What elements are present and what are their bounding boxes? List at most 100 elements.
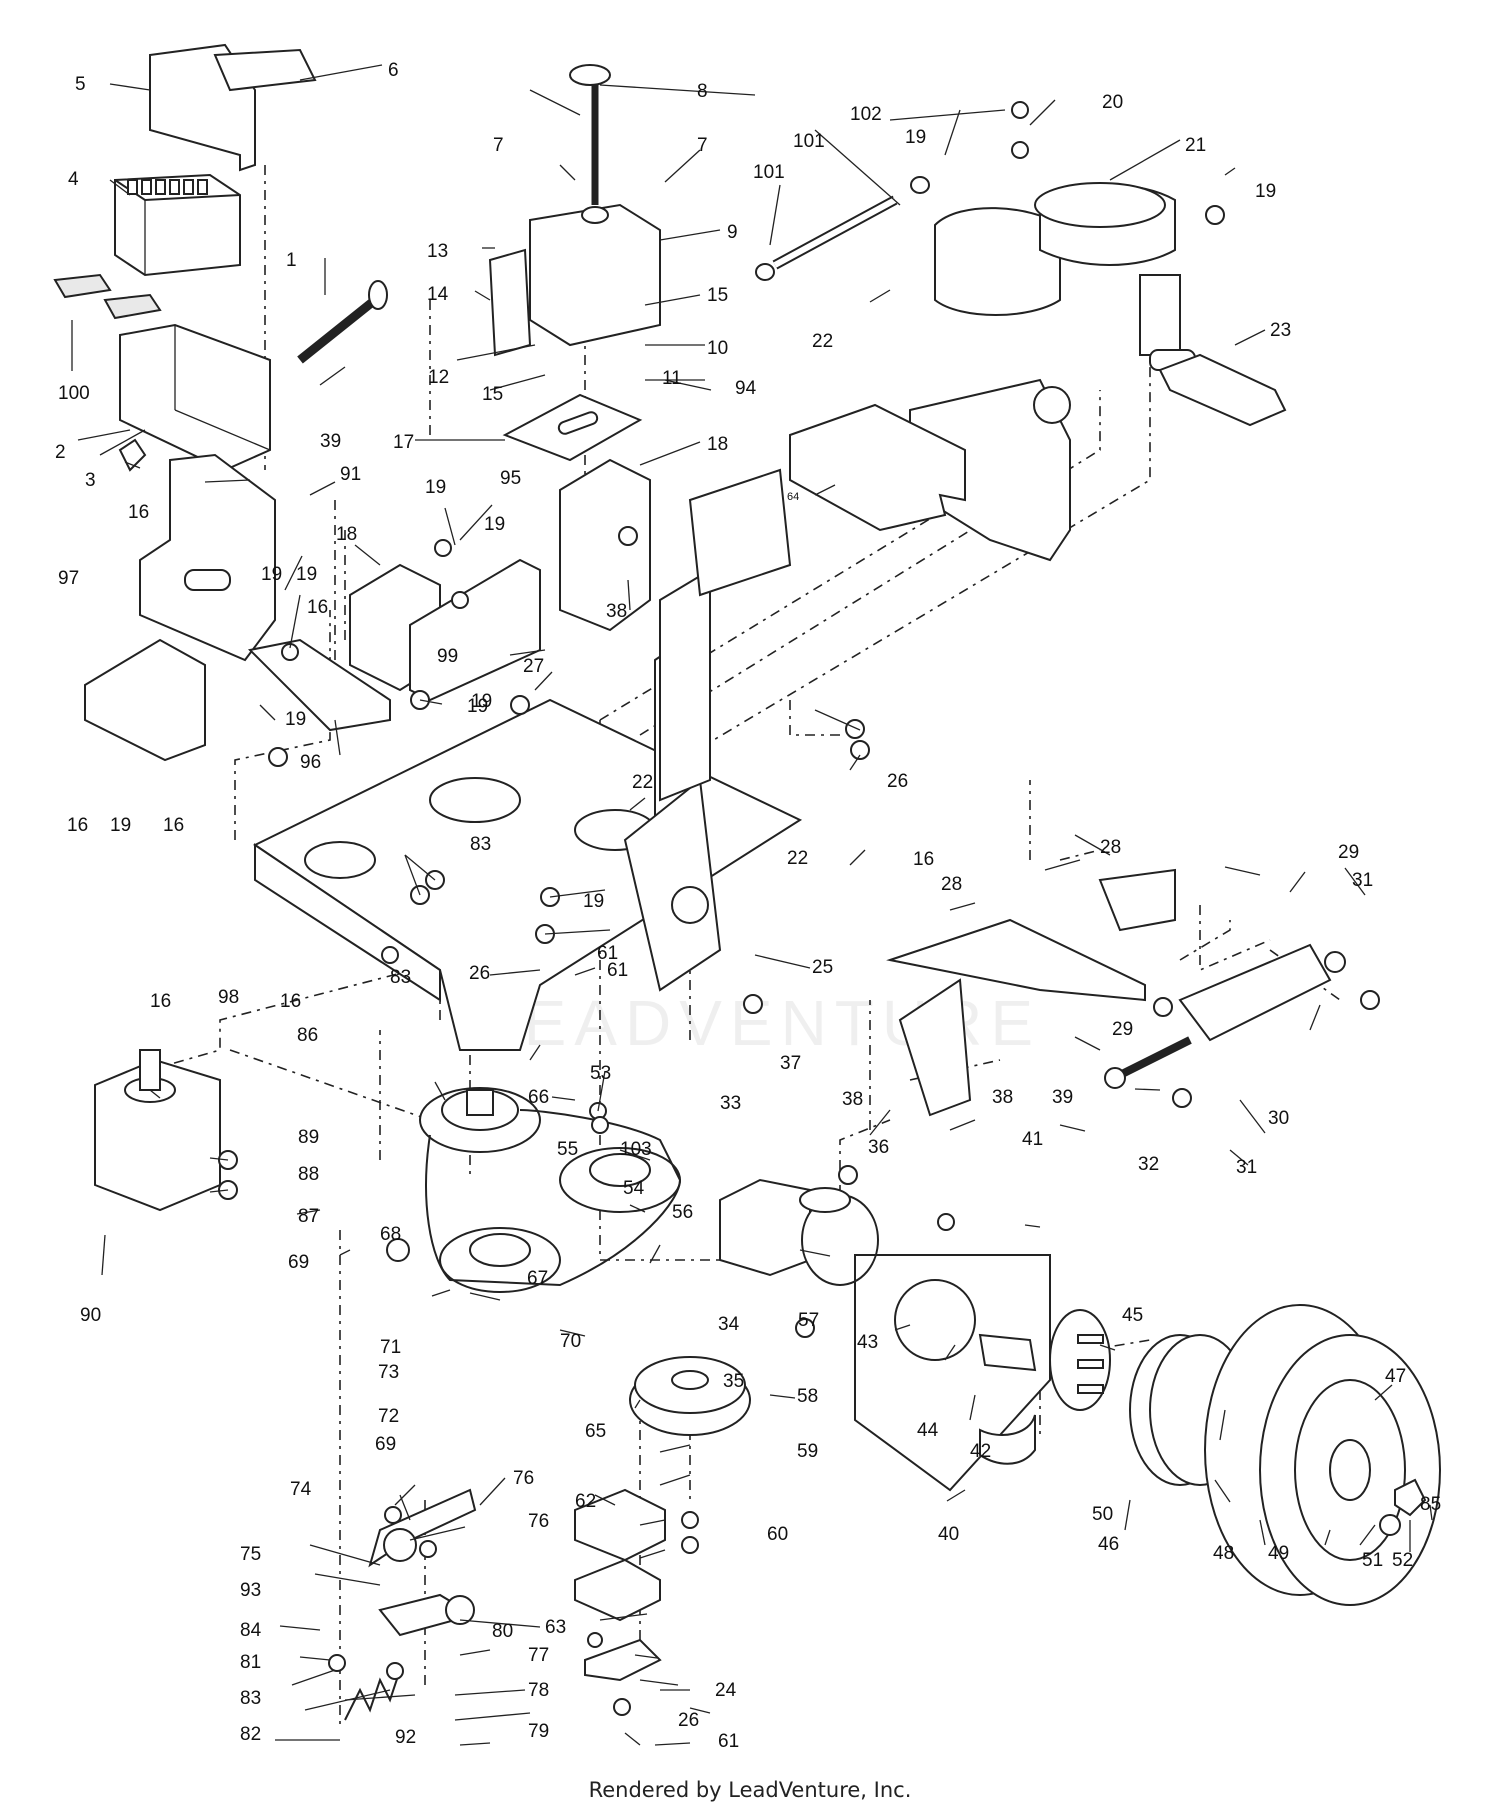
- bracket-90-part: [139, 453, 276, 662]
- callout-label: 56: [672, 1202, 693, 1223]
- bracket-96-part: [84, 638, 206, 762]
- callout-label: 31: [1236, 1157, 1257, 1178]
- callout-label: 19: [261, 564, 282, 585]
- callout-label: 28: [941, 874, 962, 895]
- callout-label: 86: [297, 1025, 318, 1046]
- callout-label: 83: [240, 1688, 261, 1709]
- callout-label: 19: [296, 564, 317, 585]
- callout-label: 77: [528, 1645, 549, 1666]
- callout-label: 50: [1092, 1504, 1113, 1525]
- callout-label: 103: [620, 1139, 652, 1160]
- callout-label: 3: [85, 470, 96, 491]
- callout-label: 80: [492, 1621, 513, 1642]
- callout-label: 19: [583, 891, 604, 912]
- callout-label: 100: [58, 383, 90, 404]
- footer-credit: Rendered by LeadVenture, Inc.: [588, 1778, 912, 1802]
- callout-label: 90: [80, 1305, 101, 1326]
- callout-label: 27: [523, 656, 544, 677]
- callout-label: 67: [527, 1268, 548, 1289]
- callout-label: 25: [812, 957, 833, 978]
- callout-label: 43: [857, 1332, 878, 1353]
- callout-label: 84: [240, 1620, 262, 1641]
- callout-label: 78: [528, 1680, 549, 1701]
- callout-label: 16: [280, 991, 301, 1012]
- battery-part: [114, 173, 241, 277]
- callout-label: 19: [905, 127, 926, 148]
- callout-label: 19: [285, 709, 306, 730]
- belt-70-part: [425, 1109, 682, 1287]
- callout-label: 6: [388, 60, 399, 81]
- callout-label: 20: [1102, 92, 1123, 113]
- bracket-94-part: [409, 558, 541, 702]
- shock-absorber-part: [1104, 943, 1346, 1089]
- callout-label: 7: [697, 135, 708, 156]
- callout-label: 22: [632, 772, 653, 793]
- callout-label: 39: [1052, 1087, 1073, 1108]
- callout-label: 16: [307, 597, 328, 618]
- callout-label: 19: [471, 691, 492, 712]
- battery-cover-part: [149, 43, 317, 172]
- callout-label: 75: [240, 1544, 261, 1565]
- callout-label: 29: [1338, 842, 1359, 863]
- assembly-lines: [149, 165, 1341, 1730]
- callout-label: 61: [607, 960, 628, 981]
- callout-label: 40: [938, 1524, 959, 1545]
- callout-label: 42: [970, 1441, 991, 1462]
- callout-label: 10: [707, 338, 728, 359]
- callout-label: 51: [1362, 1550, 1383, 1571]
- callout-label: 24: [715, 1680, 737, 1701]
- callout-label: 87: [298, 1206, 319, 1227]
- callout-label: 26: [678, 1710, 699, 1731]
- clutch-part: [629, 1356, 751, 1436]
- callout-label: 33: [720, 1093, 741, 1114]
- callout-label: 19: [1255, 181, 1276, 202]
- callout-leaders: [71, 64, 1433, 1746]
- callout-label: 65: [585, 1421, 606, 1442]
- pulley-56-part: [559, 1147, 681, 1213]
- callout-label: 19: [110, 815, 131, 836]
- callout-label: 8: [697, 81, 708, 102]
- callout-label: 17: [393, 432, 414, 453]
- callout-label: 79: [528, 1721, 549, 1742]
- callout-label: 5: [75, 74, 86, 95]
- callout-label: 18: [336, 524, 357, 545]
- callout-label: 74: [290, 1479, 312, 1500]
- callout-label: 59: [797, 1441, 818, 1462]
- callout-label: 69: [288, 1252, 309, 1273]
- callout-label: 66: [528, 1087, 549, 1108]
- callout-label: 76: [513, 1468, 534, 1489]
- fuel-hose-part: [755, 176, 930, 281]
- callout-label: 89: [298, 1127, 319, 1148]
- callout-label: 91: [340, 464, 361, 485]
- callout-label: 18: [707, 434, 728, 455]
- callout-label: 16: [163, 815, 184, 836]
- callout-label: 96: [300, 752, 321, 773]
- callout-label: 22: [812, 331, 833, 352]
- callout-label: 1: [286, 250, 297, 271]
- callout-label: 54: [623, 1178, 645, 1199]
- callout-label: 35: [723, 1371, 744, 1392]
- callout-label: 37: [780, 1053, 801, 1074]
- callout-label: 19: [484, 514, 505, 535]
- callout-label: 64: [787, 491, 799, 503]
- callout-label: 30: [1268, 1108, 1289, 1129]
- battery-pads-part: [53, 273, 162, 320]
- callout-label: 92: [395, 1727, 416, 1748]
- callout-label: 34: [718, 1314, 740, 1335]
- callout-label: 101: [753, 162, 785, 183]
- callout-label: 70: [560, 1331, 581, 1352]
- callout-label: 16: [128, 502, 149, 523]
- callout-label: 55: [557, 1139, 578, 1160]
- callout-label: 32: [1138, 1154, 1159, 1175]
- callout-label: 22: [787, 848, 808, 869]
- callout-label: 29: [1112, 1019, 1133, 1040]
- bracket-18b-part: [559, 458, 651, 632]
- pulley-71-part: [439, 1227, 561, 1293]
- callout-label: 72: [378, 1406, 399, 1427]
- callout-label: 13: [427, 241, 448, 262]
- callout-label: 73: [378, 1362, 399, 1383]
- callout-label: 26: [469, 963, 490, 984]
- callout-label: 95: [500, 468, 521, 489]
